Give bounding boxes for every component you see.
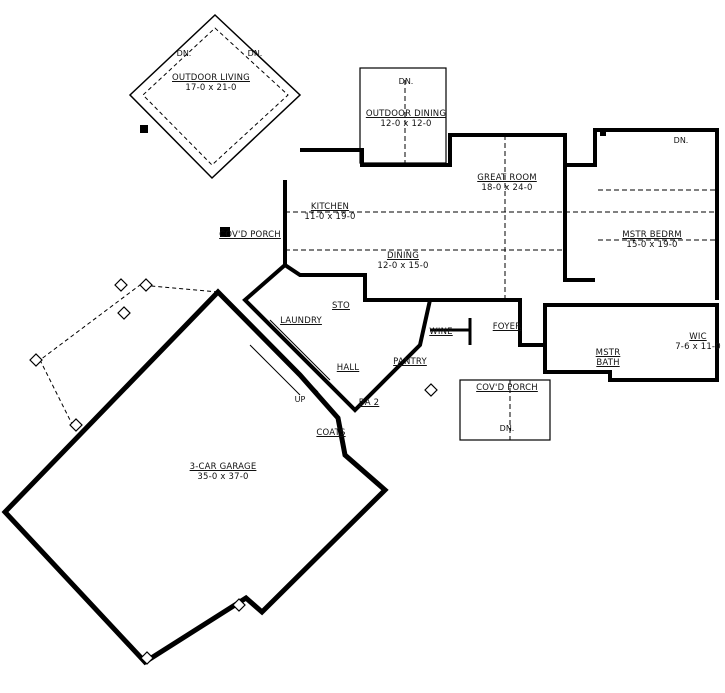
room-name: 3-CAR GARAGE xyxy=(189,462,257,472)
room-label-sto: STO xyxy=(332,301,350,311)
room-label-ba-2: BA 2 xyxy=(359,398,380,408)
room-label-foyer: FOYER xyxy=(493,322,522,332)
room-name: WIC xyxy=(689,332,707,342)
room-dims: 15-0 x 19-0 xyxy=(626,240,678,250)
room-name: COATS xyxy=(316,428,346,438)
stair-down-label: DN. xyxy=(247,49,263,58)
room-dims: 18-0 x 24-0 xyxy=(481,183,533,193)
garage-canopy xyxy=(39,284,219,431)
room-name: BA 2 xyxy=(358,398,380,408)
room-label-hall: HALL xyxy=(337,363,359,373)
room-dims: 35-0 x 37-0 xyxy=(197,472,249,482)
room-name: MSTR BATH xyxy=(595,348,621,368)
room-name: OUTDOOR DINING xyxy=(365,109,447,119)
room-dims: 12-0 x 15-0 xyxy=(377,261,429,271)
room-label-covd-porch-front: COV'D PORCH xyxy=(476,383,538,393)
room-label-laundry: LAUNDRY xyxy=(280,316,322,326)
room-name: GREAT ROOM xyxy=(477,173,537,183)
room-dims: 12-0 x 12-0 xyxy=(380,119,432,129)
room-name: FOYER xyxy=(492,322,522,332)
room-label-pantry: PANTRY xyxy=(393,357,427,367)
stair-down-label: DN. xyxy=(176,49,192,58)
room-label-covd-porch-side: COV'D PORCH xyxy=(219,230,281,240)
room-name: LAUNDRY xyxy=(280,316,322,326)
front-porch xyxy=(459,379,551,441)
room-name: OUTDOOR LIVING xyxy=(172,73,250,83)
room-name: WINE xyxy=(429,327,453,337)
room-name: STO xyxy=(332,301,350,311)
room-name: COV'D PORCH xyxy=(219,230,281,240)
room-name: HALL xyxy=(336,363,360,373)
room-name: COV'D PORCH xyxy=(476,383,538,393)
exterior-wall xyxy=(300,128,719,300)
room-label-coats: COATS xyxy=(316,428,345,438)
room-name: MSTR BEDRM xyxy=(622,230,682,240)
room-label-mstr-bath: MSTR BATH xyxy=(591,348,625,368)
room-dims: 11-0 x 19-0 xyxy=(304,212,356,222)
stair-down-label: DN. xyxy=(673,136,689,145)
room-name: KITCHEN xyxy=(310,202,350,212)
stair-up-label: UP xyxy=(294,395,306,404)
garage-wall xyxy=(1,288,389,666)
room-name: PANTRY xyxy=(393,357,427,367)
room-name: DINING xyxy=(386,251,420,261)
room-dims: 17-0 x 21-0 xyxy=(185,83,237,93)
stair-down-label: DN. xyxy=(398,77,414,86)
room-dims: 7-6 x 11-0 xyxy=(675,342,721,352)
outdoor-living-deck xyxy=(128,13,302,180)
stair-down-label: DN. xyxy=(499,424,515,433)
room-label-wine: WINE xyxy=(429,327,452,337)
